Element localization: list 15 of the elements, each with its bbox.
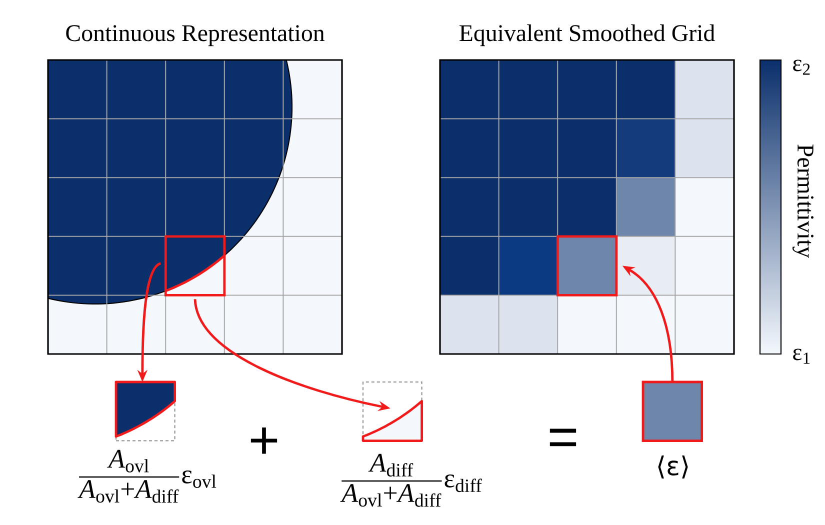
cell-box — [642, 380, 703, 442]
cell-fragment — [362, 382, 423, 442]
colorbar-label: ε$_{1}$ — [793, 348, 810, 364]
axis-title: Permittivity — [792, 144, 814, 258]
formula: ⟨ε⟩ — [658, 455, 688, 479]
panel-title: Equivalent Smoothed Grid — [460, 24, 715, 46]
panel-title: Continuous Representation — [66, 25, 324, 46]
cell-fragment — [114, 380, 176, 442]
formula: A$_{diff}$ A$_{ovl}$+A$_{diff}$ ε$_{diff}$ — [340, 454, 482, 507]
highlight-box — [164, 235, 226, 296]
highlight-box — [556, 235, 618, 296]
formula: A$_{ovl}$ A$_{ovl}$+A$_{diff}$ ε$_{ovl}$ — [78, 450, 216, 503]
equals-sign: = — [550, 428, 576, 446]
colorbar-label: ε$_{2}$ — [793, 60, 810, 75]
plus-sign: + — [250, 427, 278, 454]
